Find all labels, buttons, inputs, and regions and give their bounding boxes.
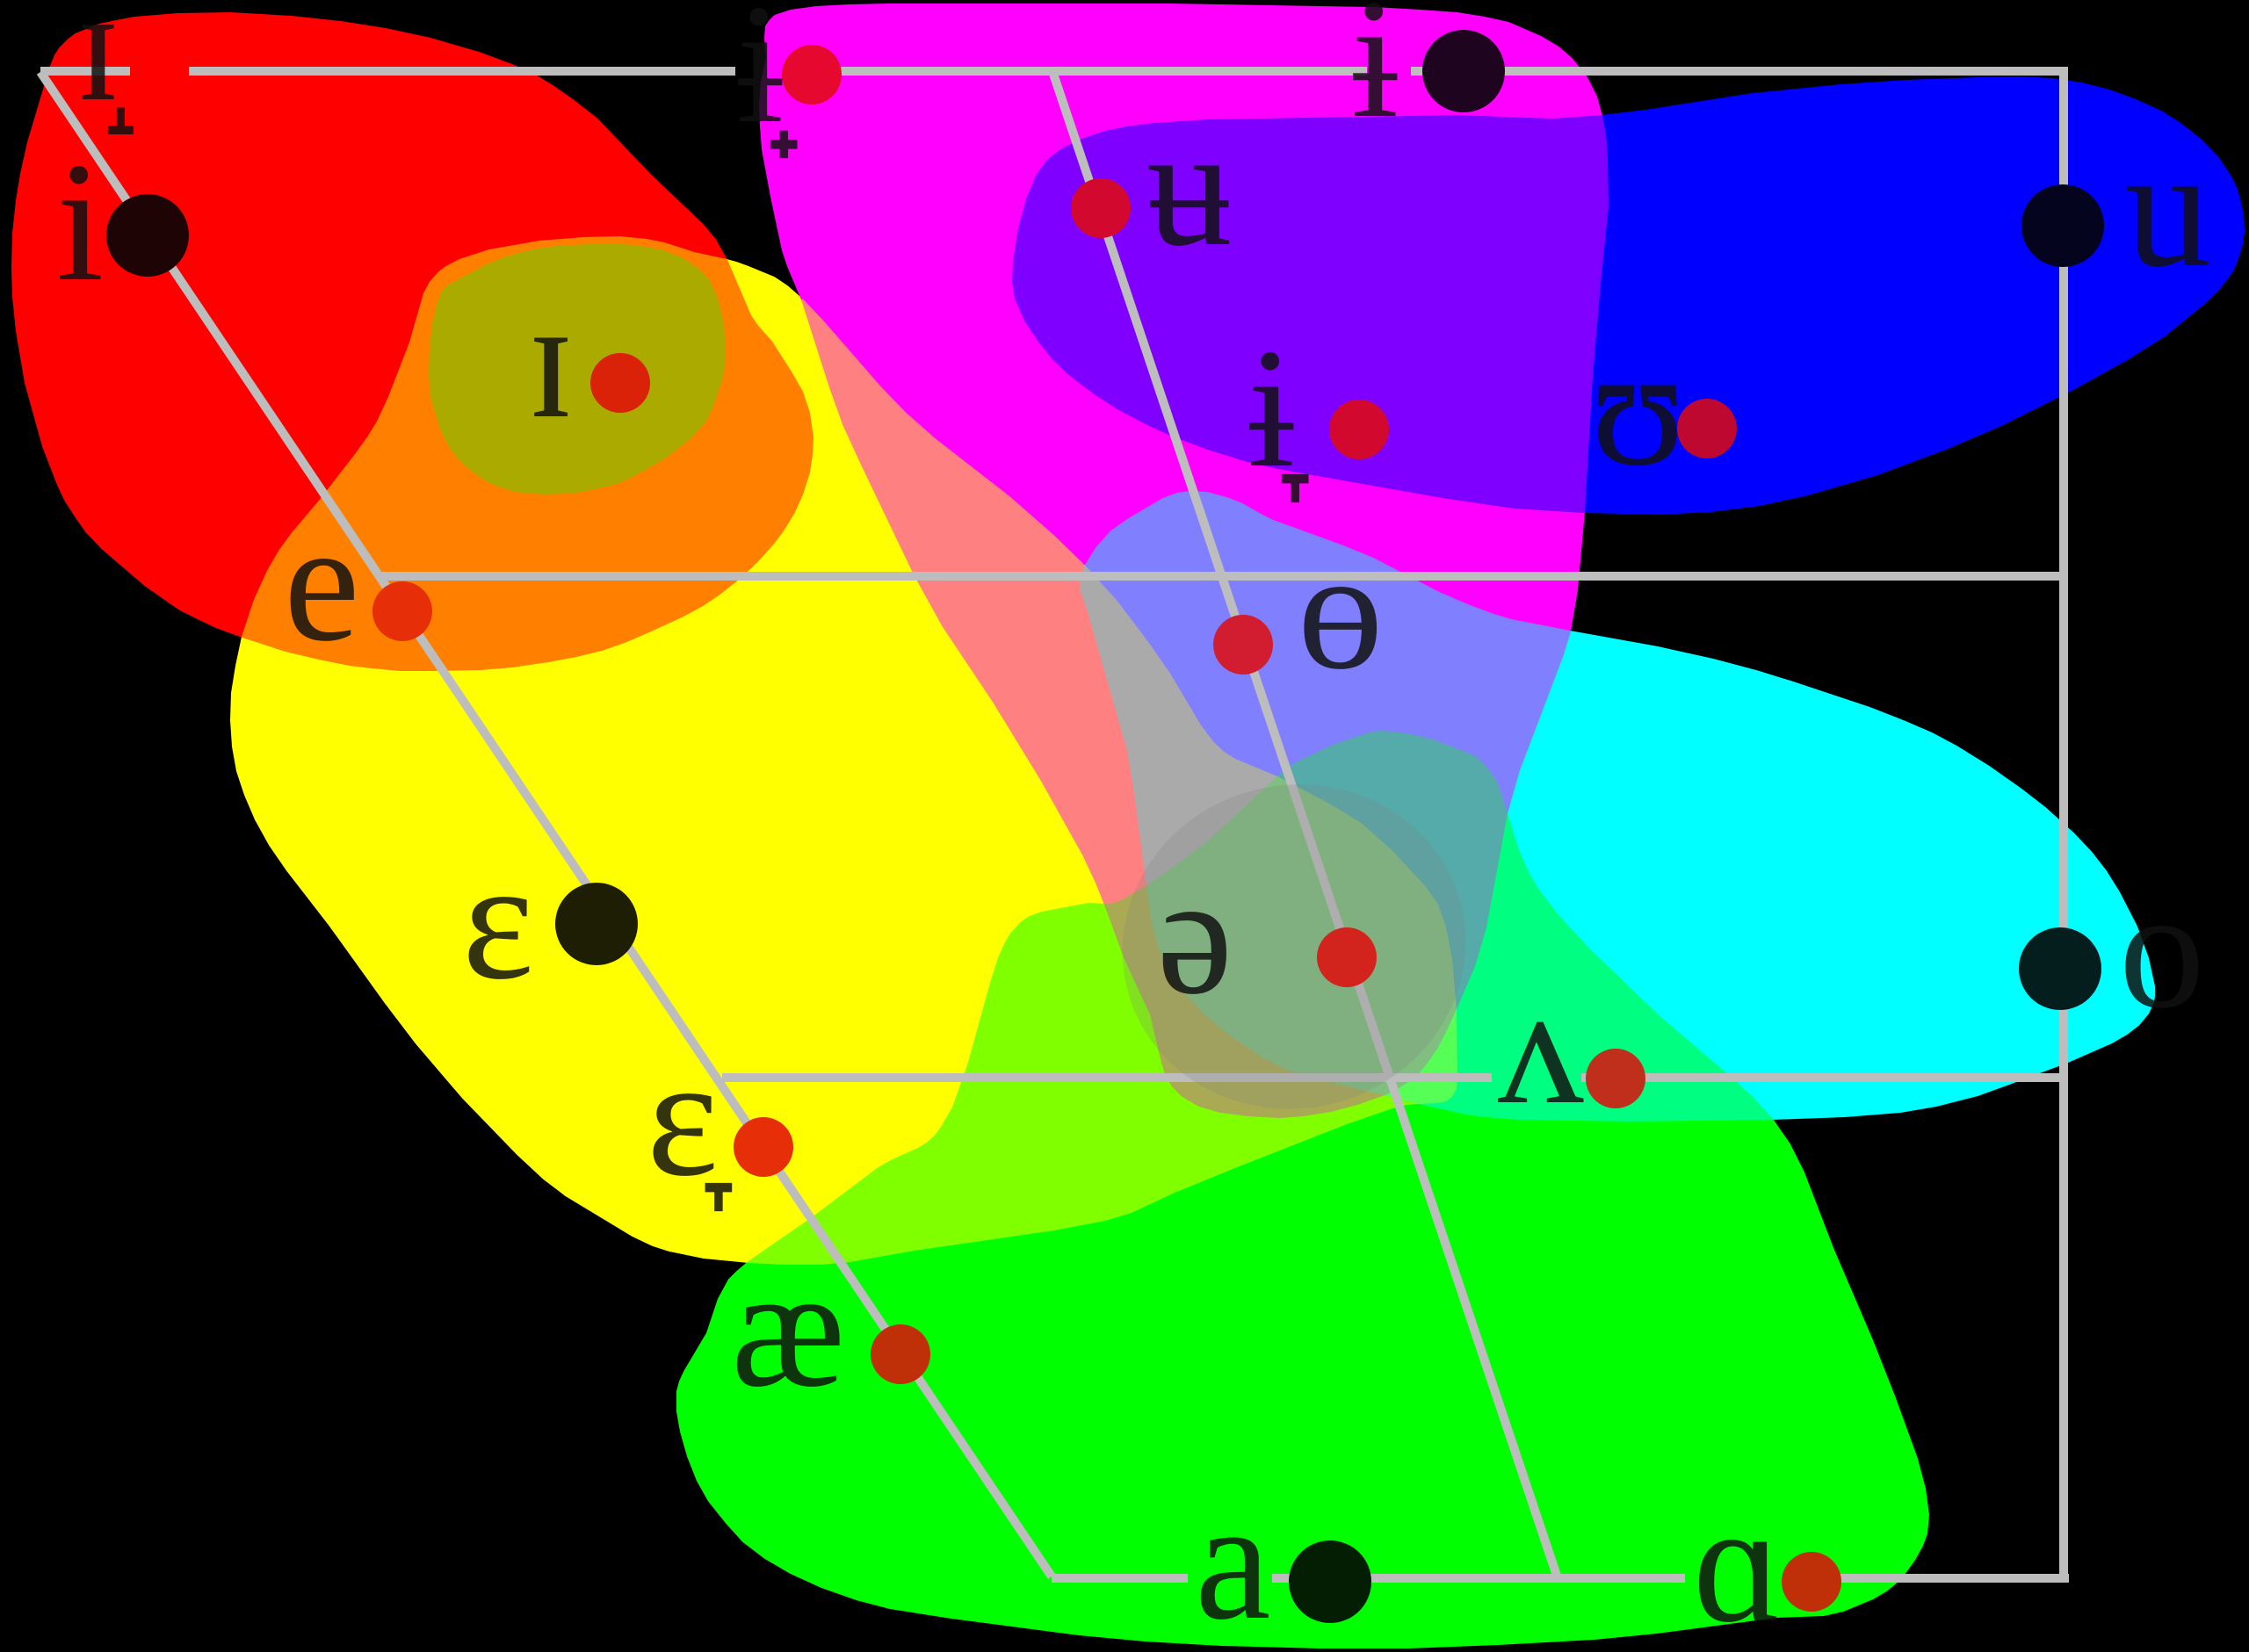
svg-text:ʊ: ʊ: [1591, 312, 1685, 501]
svg-text:ɵ: ɵ: [1298, 516, 1384, 705]
svg-text:o: o: [2119, 855, 2205, 1044]
svg-text:ɛ̞: ɛ̞: [647, 1022, 733, 1212]
svg-text:ɨ: ɨ: [1351, 0, 1399, 154]
svg-text:ə: ə: [1157, 840, 1233, 1030]
svg-text:a: a: [1195, 1466, 1271, 1652]
svg-text:e: e: [284, 487, 360, 677]
svg-text:ʌ: ʌ: [1498, 950, 1584, 1140]
svg-text:æ: æ: [731, 1233, 845, 1423]
svg-text:i: i: [56, 127, 104, 317]
svg-text:ɑ: ɑ: [1693, 1468, 1783, 1652]
svg-text:ɪ: ɪ: [527, 264, 575, 454]
svg-text:u: u: [2125, 113, 2211, 303]
svg-text:ɛ: ɛ: [462, 826, 534, 1015]
svg-text:ʉ: ʉ: [1146, 92, 1233, 282]
